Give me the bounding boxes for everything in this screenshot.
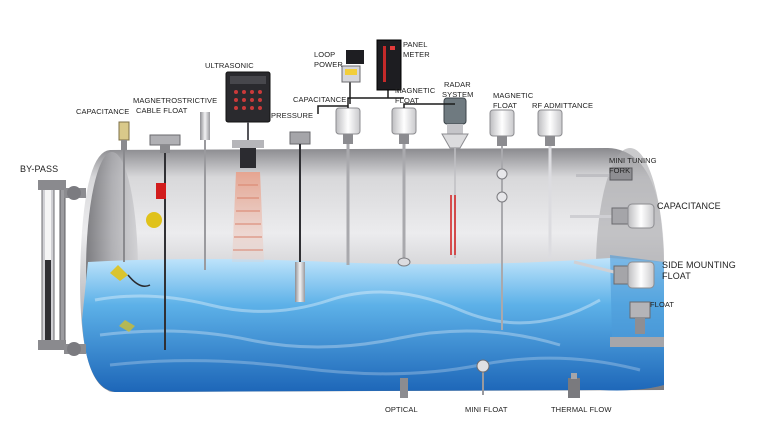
optical-sensor	[400, 378, 408, 398]
capacitance-top-left-probe	[118, 121, 130, 262]
rf-admittance-probe	[537, 109, 563, 258]
label-loop-power-1: LOOP	[314, 50, 336, 59]
label-magnetic-float-2: FLOAT	[395, 96, 420, 105]
mini-float-sensor	[476, 359, 490, 395]
label-float: FLOAT	[650, 300, 675, 309]
label-radar-1: RADAR	[444, 80, 471, 89]
side-mounting-float	[573, 260, 655, 289]
label-magnetic-float-1: MAGNETIC	[395, 86, 436, 95]
label-mini-float: MINI FLOAT	[465, 405, 508, 414]
outlet-pipe	[610, 337, 664, 347]
label-rf-admittance: RF ADMITTANCE	[532, 101, 594, 110]
label-capacitance-top: CAPACITANCE	[293, 95, 347, 104]
panel-meter	[376, 39, 402, 91]
pressure-sensor	[289, 131, 311, 302]
bypass-gauge	[38, 180, 86, 356]
label-mini-tuning-1: MINI TUNING	[609, 156, 657, 165]
label-capacitance-right: CAPACITANCE	[657, 201, 721, 211]
label-bypass: BY-PASS	[20, 164, 59, 174]
label-optical: OPTICAL	[385, 405, 418, 414]
label-ultrasonic: ULTRASONIC	[205, 61, 254, 70]
label-capacitance-top-left: CAPACITANCE	[76, 107, 130, 116]
liquid	[82, 255, 664, 392]
label-magnetic-float-b2: FLOAT	[493, 101, 518, 110]
label-magnetostrictive: MAGNETROSTRICTIVE	[133, 96, 218, 105]
loop-power-display	[341, 50, 364, 83]
label-radar-2: SYSTEM	[442, 90, 474, 99]
point-level-rod	[200, 112, 210, 270]
thermal-flow-sensor	[568, 373, 580, 398]
label-panel-meter-2: METER	[403, 50, 430, 59]
mini-tuning-fork	[576, 167, 633, 181]
label-panel-meter-1: PANEL	[403, 40, 428, 49]
label-loop-power-2: POWER	[314, 60, 343, 69]
capacitance-right-probe	[570, 203, 655, 229]
label-magnetic-float-b1: MAGNETIC	[493, 91, 534, 100]
magnetostrictive-probe	[110, 134, 181, 350]
capacitance-top-probe	[335, 107, 361, 265]
label-mini-tuning-2: FORK	[609, 166, 631, 175]
label-pressure: PRESSURE	[271, 111, 314, 120]
label-side-mounting-2: FLOAT	[662, 271, 691, 281]
label-thermal-flow: THERMAL FLOW	[551, 405, 612, 414]
magnetic-float-b-probe	[489, 109, 515, 330]
magnetic-float-probe	[391, 107, 417, 267]
side-float	[629, 301, 651, 334]
label-cable-float: CABLE FLOAT	[136, 106, 188, 115]
ultrasonic-sensor	[225, 71, 271, 262]
label-side-mounting-1: SIDE MOUNTING	[662, 260, 736, 270]
